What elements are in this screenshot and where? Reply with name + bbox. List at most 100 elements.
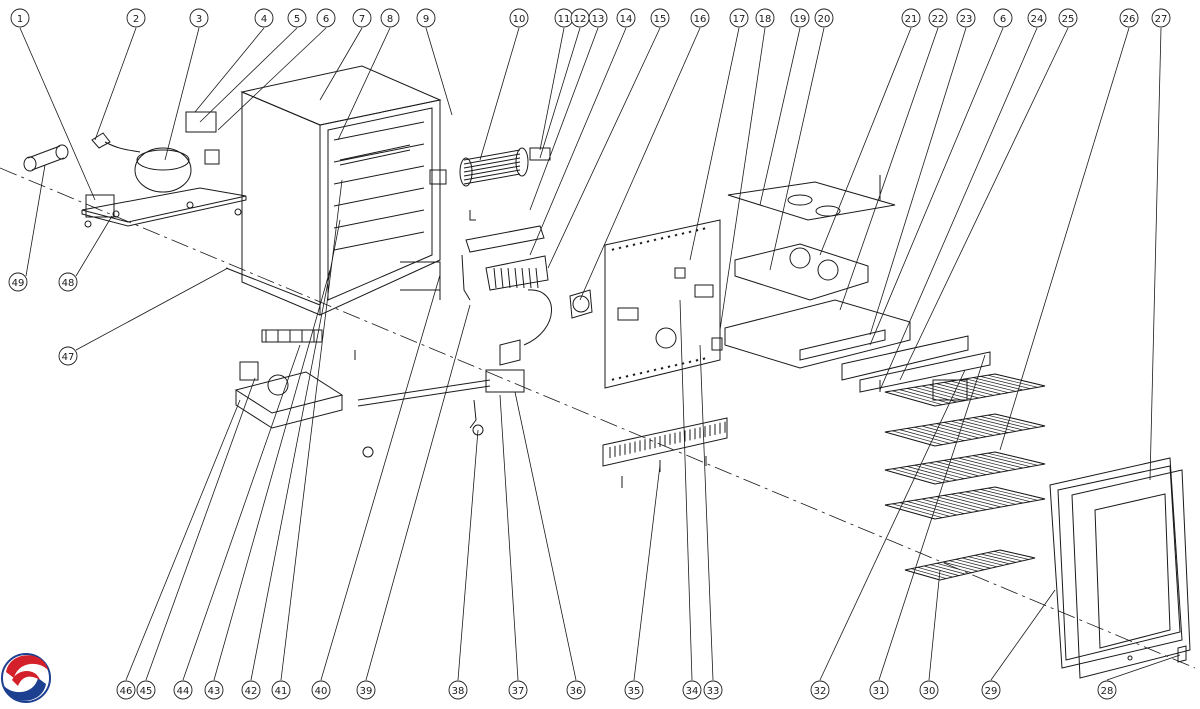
back-panel-vent <box>632 373 636 377</box>
filter-drier-end <box>23 156 37 172</box>
callout-circle <box>126 8 146 28</box>
callout-top: 12 <box>570 8 590 28</box>
leader-line <box>75 215 113 277</box>
wire-shelf-bar <box>987 374 1038 388</box>
drain-rail <box>357 379 491 401</box>
wire-shelf-bar <box>958 492 1009 507</box>
shelf-rail <box>333 209 425 229</box>
leader-line <box>250 219 341 681</box>
exploded-parts <box>0 65 1196 679</box>
callout-circle <box>650 8 670 28</box>
callout-circle <box>508 680 528 700</box>
base-plate-edge <box>81 196 247 227</box>
back-panel-cutout <box>694 284 714 298</box>
wire-shelf-bar <box>914 426 965 442</box>
callout-bottom: 41 <box>271 680 291 700</box>
bottom-shelf-bar <box>923 565 960 576</box>
wire-shelf-bar <box>928 424 980 439</box>
back-panel-vent <box>653 368 657 372</box>
front-trim <box>859 351 991 393</box>
condenser-fin <box>493 267 497 289</box>
wire-shelf-bar <box>936 423 987 438</box>
callout-label: 47 <box>62 352 75 363</box>
leader-line <box>579 27 701 301</box>
wire-shelf-bar <box>906 466 958 481</box>
thermostat <box>429 169 447 185</box>
leader-line <box>719 27 766 331</box>
screw <box>234 208 242 216</box>
callout-bottom: 44 <box>173 680 193 700</box>
bottom-shelf-bar <box>999 549 1036 559</box>
callout-label: 6 <box>323 14 329 25</box>
wire-shelf-bar <box>921 425 972 440</box>
leader-line <box>280 179 343 681</box>
evaporator-fin <box>463 161 521 173</box>
callout-top: 13 <box>588 8 608 28</box>
wire-shelf-bar <box>892 468 943 484</box>
callout-bottom: 37 <box>508 680 528 700</box>
callout-circle <box>919 680 939 700</box>
logo-swirl-red <box>6 655 48 678</box>
leader-line <box>320 274 441 681</box>
callout-left: 49 <box>8 272 28 292</box>
callout-label: 43 <box>208 686 221 697</box>
back-panel-vent <box>618 246 622 250</box>
back-panel-vent <box>660 236 664 240</box>
wire-shelf-bar <box>994 373 1046 387</box>
back-panel-vent <box>639 241 643 245</box>
callout-label: 23 <box>960 14 973 25</box>
back-panel-vent <box>681 232 685 235</box>
callout-label: 27 <box>1155 14 1168 25</box>
callout-circle <box>682 680 702 700</box>
cabinet-side <box>241 91 321 316</box>
back-panel-clip <box>674 267 686 279</box>
wire-shelf-bar <box>950 493 1002 508</box>
back-fan <box>655 327 677 349</box>
back-panel-vent <box>611 378 615 381</box>
leader-line <box>869 27 967 336</box>
callout-top: 27 <box>1151 8 1171 28</box>
callout-circle <box>416 8 436 28</box>
wire-shelf-bar <box>980 416 1031 430</box>
wire-shelf-bar <box>884 391 936 407</box>
callout-label: 44 <box>177 686 190 697</box>
drip-tray-left <box>85 194 115 218</box>
wire-shelf-bar <box>914 464 965 480</box>
callout-circle <box>624 680 644 700</box>
callout-circle <box>1027 8 1047 28</box>
callout-circle <box>993 8 1013 28</box>
leader-line <box>125 399 241 681</box>
bottom-shelf-bar <box>911 568 947 579</box>
callout-circle <box>58 346 78 366</box>
leader-line <box>879 27 1038 391</box>
compressor <box>134 147 192 193</box>
callout-circle <box>271 680 291 700</box>
leader-line <box>213 269 331 681</box>
heater-bracket <box>261 329 323 343</box>
fan-cover-fan <box>817 259 839 281</box>
wire-shelf <box>884 486 1046 520</box>
back-panel-vent <box>618 376 622 380</box>
top-plate-vent <box>787 194 813 206</box>
callout-circle <box>928 8 948 28</box>
leader-lines <box>19 27 1181 681</box>
callout-top: 1 <box>10 8 30 28</box>
back-panel-vent <box>702 227 706 231</box>
filter-drier-end <box>55 144 69 160</box>
wire-shelf-bar <box>972 455 1024 469</box>
wire-shelf-bar <box>892 390 943 406</box>
cabinet <box>225 65 447 316</box>
leader-line <box>679 299 693 681</box>
leader-line <box>75 267 229 351</box>
callout-label: 7 <box>359 14 365 25</box>
bottom-shelf-bar <box>987 552 1023 562</box>
callout-label: 36 <box>570 686 583 697</box>
evaporator-end <box>515 147 529 177</box>
wire-shelf-bar <box>906 501 958 516</box>
door-gasket-inner <box>1057 465 1181 661</box>
top-plate <box>727 181 896 221</box>
callout-circle <box>1058 8 1078 28</box>
callout-top: 26 <box>1119 8 1139 28</box>
top-cover <box>724 181 991 393</box>
